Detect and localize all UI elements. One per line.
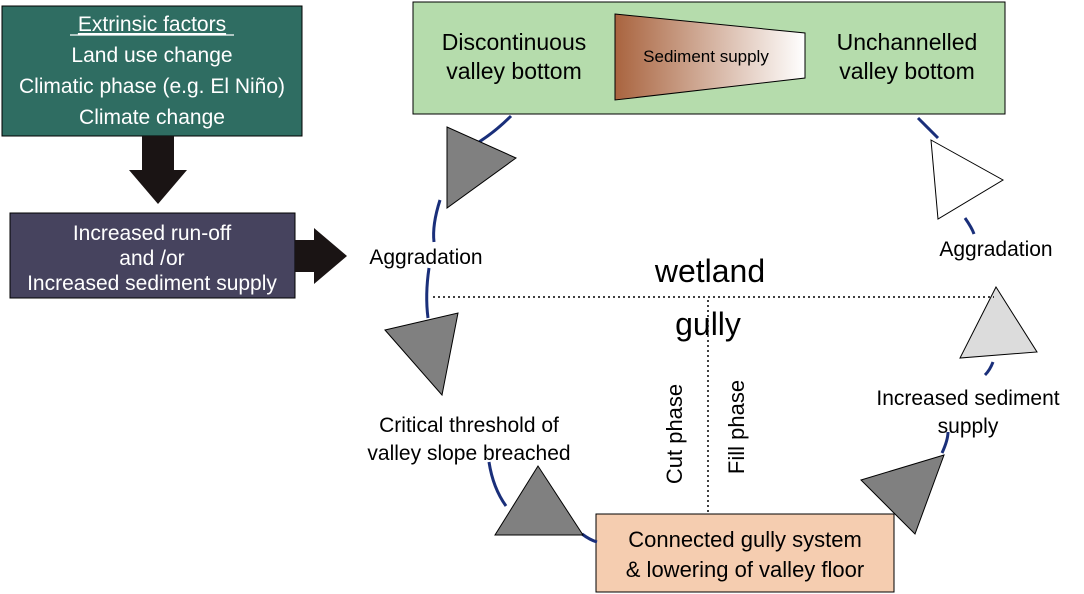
triangle-bottom-left (494, 465, 584, 536)
sediment-supply-wedge (614, 13, 806, 101)
discontinuous-line-2: valley bottom (446, 58, 582, 84)
cycle-segment-right-mid (983, 361, 995, 377)
runoff-box (9, 212, 296, 299)
triangle-right-mid (959, 285, 1038, 359)
discontinuous-line-1: Discontinuous (442, 29, 586, 55)
right-arrow (295, 228, 347, 284)
cycle-segment-right-lower (940, 431, 950, 454)
runoff-line-1: Increased run-off (73, 222, 232, 245)
down-arrow (129, 136, 187, 204)
cycle-segment-bottom-left (581, 532, 598, 544)
wetland-label: wetland (654, 253, 765, 289)
gully-system-box (595, 513, 895, 593)
runoff-line-2: and /or (119, 247, 184, 270)
cycle-segment-top-right (916, 116, 940, 140)
unchannelled-line-1: Unchannelled (837, 29, 978, 55)
sediment-line-2: supply (938, 415, 999, 438)
extrinsic-factors-box (1, 5, 303, 137)
cut-phase-label: Cut phase (662, 384, 687, 484)
triangle-left-mid (384, 312, 459, 397)
cycle-segment-left-mid (425, 267, 431, 319)
triangle-top-right (930, 139, 1004, 220)
runoff-line-3: Increased sediment supply (27, 272, 277, 295)
triangle-top-left (446, 126, 517, 209)
cycle-segment-right-upper (963, 217, 976, 235)
cycle-segment-left-upper (432, 199, 442, 243)
extrinsic-item-3: Climate change (79, 106, 225, 129)
triangle-bottom-right (860, 454, 945, 535)
fill-phase-label: Fill phase (724, 380, 749, 474)
extrinsic-item-1: Land use change (71, 44, 232, 67)
threshold-line-2: valley slope breached (367, 442, 570, 465)
extrinsic-heading: Extrinsic factors (78, 13, 226, 36)
gully-box-line-1: Connected gully system (628, 527, 862, 552)
sediment-supply-label: Sediment supply (643, 47, 769, 66)
extrinsic-item-2: Climatic phase (e.g. El Niño) (19, 75, 285, 98)
gully-box-line-2: & lowering of valley floor (626, 557, 864, 582)
cycle-segment-left-lower (487, 461, 508, 507)
unchannelled-line-2: valley bottom (839, 58, 975, 84)
threshold-line-1: Critical threshold of (379, 414, 559, 437)
gully-label: gully (675, 306, 741, 342)
aggradation-left-label: Aggradation (369, 246, 482, 269)
sediment-line-1: Increased sediment (876, 387, 1059, 410)
aggradation-right-label: Aggradation (939, 238, 1052, 261)
